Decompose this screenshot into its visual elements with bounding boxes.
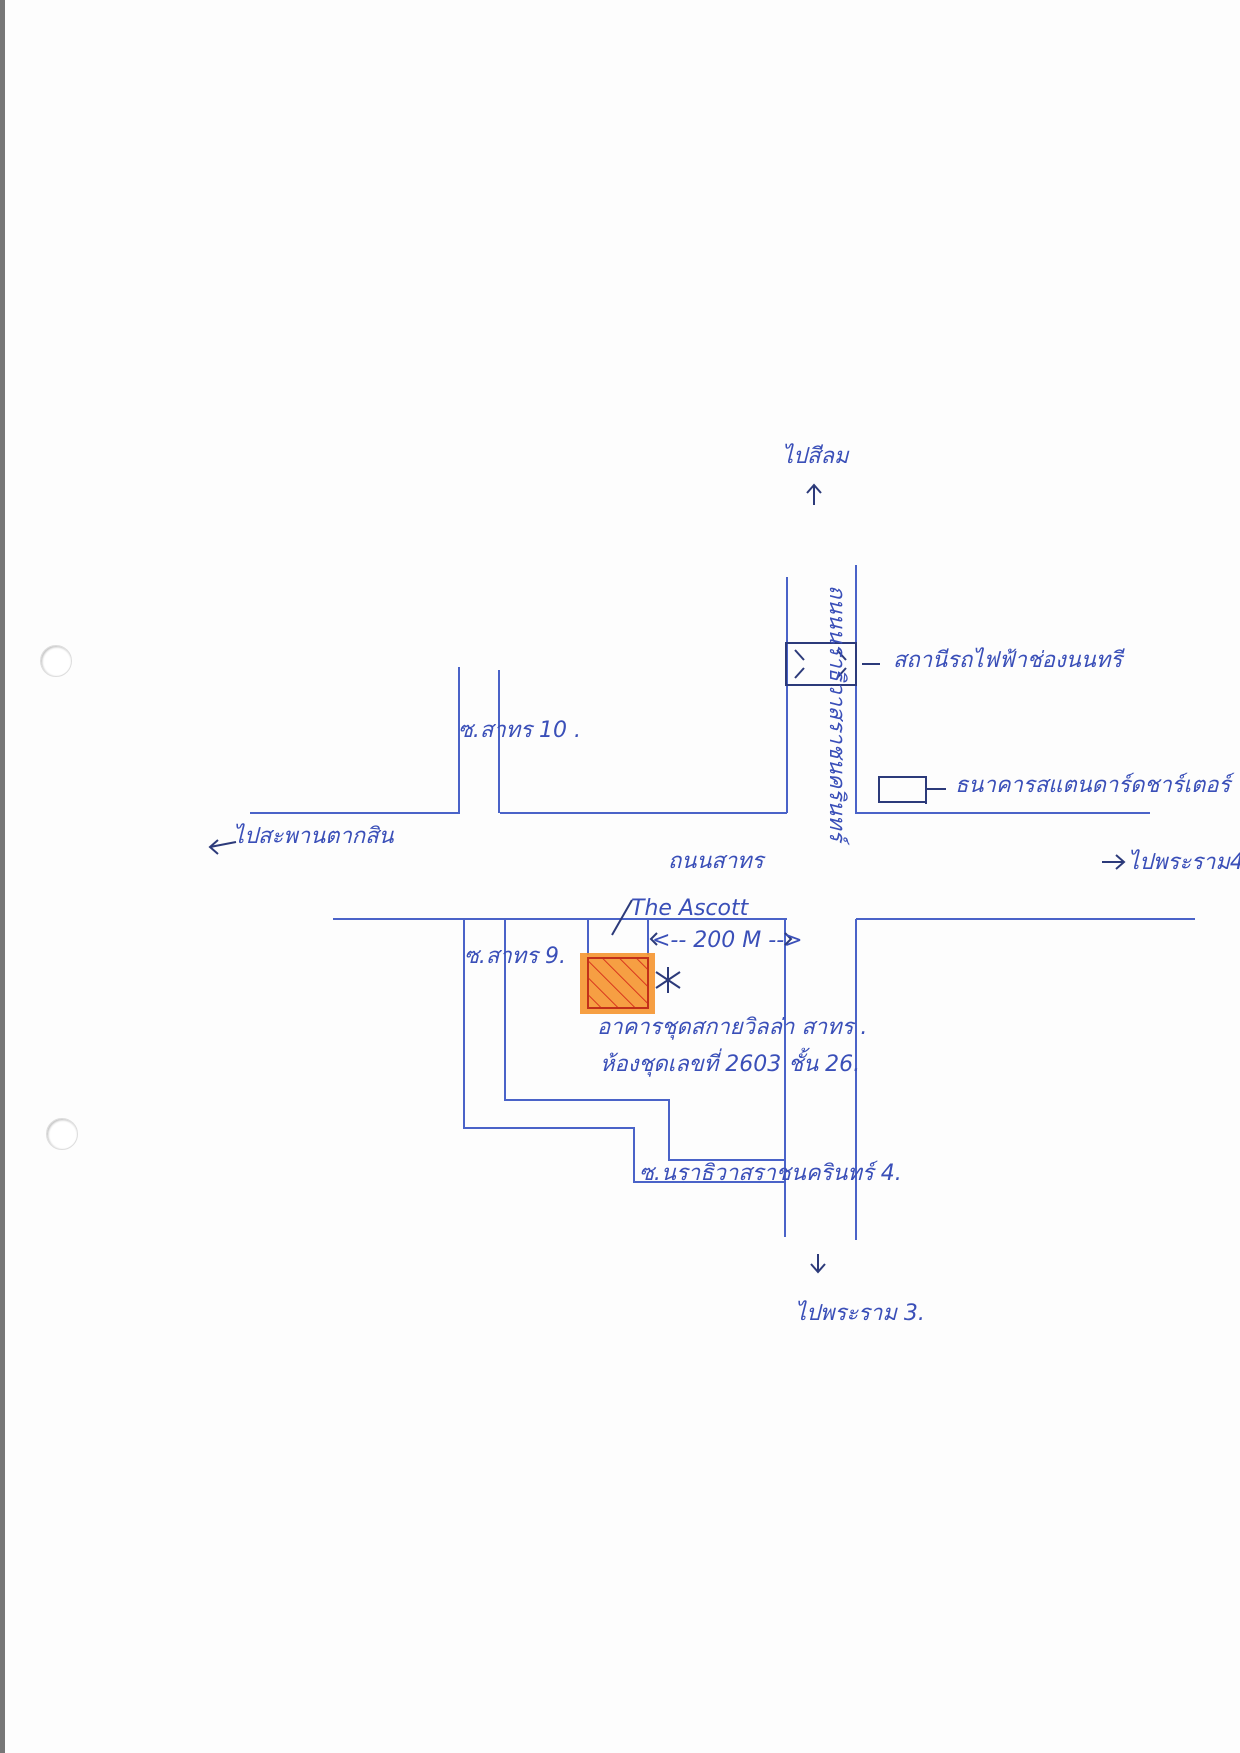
building-box-icon	[878, 776, 946, 804]
punch-hole-bottom	[46, 1118, 78, 1150]
paper-left-edge	[0, 0, 5, 1753]
soi-9-label: ซ.สาทร 9.	[464, 944, 566, 969]
soi-bottom-label: ซ.นราธิวาสราชนครินทร์ 4.	[639, 1160, 902, 1186]
hotel-label: The Ascott	[631, 896, 750, 921]
asterisk-icon	[655, 967, 681, 993]
west-arrow-icon	[208, 839, 237, 855]
north-arrow-icon	[806, 483, 822, 505]
direction-west-label: ไปสะพานตากสิน	[233, 823, 395, 849]
direction-south-label: ไปพระราม 3.	[795, 1300, 925, 1326]
soi-9-inner-lane	[504, 919, 785, 1161]
direction-north-label: ไปสีลม	[782, 443, 850, 469]
station-box-icon	[785, 642, 880, 686]
destination-line-1: อาคารชุดสกายวิลล่า สาทร .	[597, 1015, 867, 1040]
destination-hatch	[587, 957, 649, 1009]
soi-10-label: ซ.สาทร 10 .	[458, 718, 581, 743]
destination-line-2: ห้องชุดเลขที่ 2603 ชั้น 26.	[600, 1047, 860, 1077]
distance-arrow-icon	[649, 932, 793, 946]
road-sathorn-label: ถนนสาทร	[668, 849, 767, 874]
bts-station-label: สถานีรถไฟฟ้าช่องนนทรี	[893, 647, 1125, 673]
south-arrow-icon	[810, 1254, 826, 1274]
direction-east-label: ไปพระราม4	[1128, 849, 1240, 875]
east-arrow-icon	[1102, 854, 1126, 870]
distance-label: <-- 200 M -->	[652, 928, 803, 953]
road-narathiwat-label: ถนนนราธิวาสราชนครินทร์	[824, 585, 850, 846]
soi-9-outer-lane	[463, 919, 785, 1183]
ascott-pointer	[611, 899, 633, 936]
punch-hole-top	[40, 645, 72, 677]
bank-label: ธนาคารสแตนดาร์ดชาร์เตอร์	[955, 772, 1235, 798]
